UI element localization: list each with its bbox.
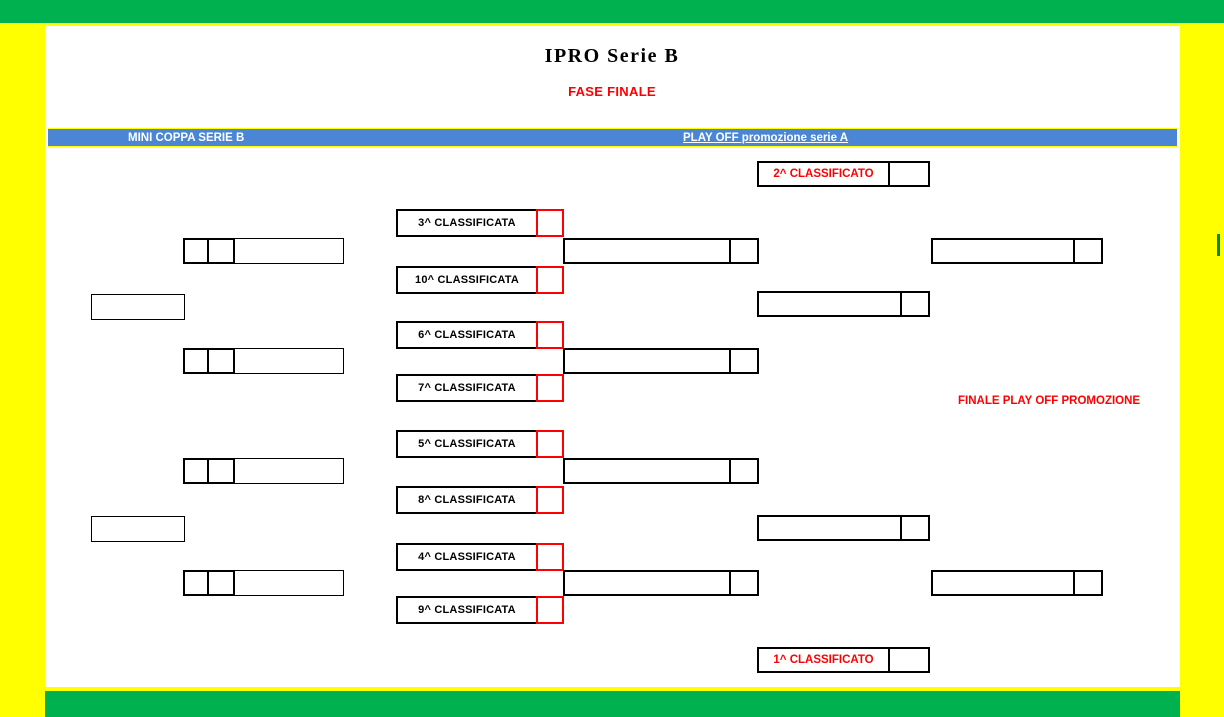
coppa-row-1[interactable] xyxy=(183,238,344,264)
seed-score-10[interactable] xyxy=(536,266,564,294)
section-banner: MINI COPPA SERIE B PLAY OFF promozione s… xyxy=(48,128,1177,147)
round2-name-4[interactable] xyxy=(565,572,729,594)
frame-left-yellow-bar xyxy=(0,23,45,717)
semifinal-score-1[interactable] xyxy=(900,293,928,315)
round2-score-4[interactable] xyxy=(729,572,757,594)
round2-score-2[interactable] xyxy=(729,350,757,372)
final-score-1[interactable] xyxy=(1073,240,1101,262)
second-place-score[interactable] xyxy=(888,163,928,185)
coppa-row-1-cell-a[interactable] xyxy=(183,238,209,264)
first-place-box[interactable]: 1^ CLASSIFICATO xyxy=(757,647,930,673)
seed-box-6[interactable]: 6^ CLASSIFICATA xyxy=(396,321,564,349)
seed-label-3: 3^ CLASSIFICATA xyxy=(418,217,516,229)
semifinal-name-1[interactable] xyxy=(759,293,900,315)
seed-score-8[interactable] xyxy=(536,486,564,514)
seed-box-3[interactable]: 3^ CLASSIFICATA xyxy=(396,209,564,237)
coppa-row-4-cell-b[interactable] xyxy=(209,570,235,596)
final-name-2[interactable] xyxy=(933,572,1073,594)
coppa-row-3-cell-b[interactable] xyxy=(209,458,235,484)
seed-label-10: 10^ CLASSIFICATA xyxy=(415,274,519,286)
round2-name-2[interactable] xyxy=(565,350,729,372)
coppa-row-4-cell-wide[interactable] xyxy=(235,570,344,596)
coppa-plain-box-2[interactable] xyxy=(91,516,185,542)
frame-bottom-yellow-strip xyxy=(45,687,1180,691)
round2-box-2[interactable] xyxy=(563,348,759,374)
round2-name-1[interactable] xyxy=(565,240,729,262)
seed-label-9: 9^ CLASSIFICATA xyxy=(418,604,516,616)
coppa-row-1-cell-wide[interactable] xyxy=(235,238,344,264)
round2-score-3[interactable] xyxy=(729,460,757,482)
round2-box-4[interactable] xyxy=(563,570,759,596)
coppa-row-3-cell-wide[interactable] xyxy=(235,458,344,484)
finale-play-off-note: FINALE PLAY OFF PROMOZIONE xyxy=(958,395,1141,407)
seed-label-8: 8^ CLASSIFICATA xyxy=(418,494,516,506)
coppa-row-4[interactable] xyxy=(183,570,344,596)
seed-label-4: 4^ CLASSIFICATA xyxy=(418,551,516,563)
seed-score-6[interactable] xyxy=(536,321,564,349)
frame-top-green-bar xyxy=(0,0,1224,23)
second-place-label: 2^ CLASSIFICATO xyxy=(773,168,874,180)
coppa-row-2[interactable] xyxy=(183,348,344,374)
banner-label-play-off: PLAY OFF promozione serie A xyxy=(683,132,849,144)
seed-score-4[interactable] xyxy=(536,543,564,571)
final-box-1[interactable] xyxy=(931,238,1103,264)
round2-box-1[interactable] xyxy=(563,238,759,264)
coppa-plain-box-1[interactable] xyxy=(91,294,185,320)
frame-bottom-green-bar xyxy=(45,691,1180,717)
semifinal-name-2[interactable] xyxy=(759,517,900,539)
seed-box-10[interactable]: 10^ CLASSIFICATA xyxy=(396,266,564,294)
seed-box-8[interactable]: 8^ CLASSIFICATA xyxy=(396,486,564,514)
semifinal-box-2[interactable] xyxy=(757,515,930,541)
final-box-2[interactable] xyxy=(931,570,1103,596)
round2-name-3[interactable] xyxy=(565,460,729,482)
second-place-box[interactable]: 2^ CLASSIFICATO xyxy=(757,161,930,187)
coppa-row-3-cell-a[interactable] xyxy=(183,458,209,484)
seed-score-3[interactable] xyxy=(536,209,564,237)
seed-box-9[interactable]: 9^ CLASSIFICATA xyxy=(396,596,564,624)
round2-box-3[interactable] xyxy=(563,458,759,484)
seed-label-6: 6^ CLASSIFICATA xyxy=(418,329,516,341)
first-place-label: 1^ CLASSIFICATO xyxy=(773,654,874,666)
final-score-2[interactable] xyxy=(1073,572,1101,594)
page-subtitle: FASE FINALE xyxy=(568,84,656,99)
coppa-row-2-cell-a[interactable] xyxy=(183,348,209,374)
frame-top-yellow-strip xyxy=(45,23,1180,26)
seed-label-5: 5^ CLASSIFICATA xyxy=(418,438,516,450)
seed-score-9[interactable] xyxy=(536,596,564,624)
seed-score-7[interactable] xyxy=(536,374,564,402)
seed-score-5[interactable] xyxy=(536,430,564,458)
round2-score-1[interactable] xyxy=(729,240,757,262)
semifinal-score-2[interactable] xyxy=(900,517,928,539)
coppa-row-4-cell-a[interactable] xyxy=(183,570,209,596)
seed-box-5[interactable]: 5^ CLASSIFICATA xyxy=(396,430,564,458)
coppa-row-2-cell-b[interactable] xyxy=(209,348,235,374)
seed-label-7: 7^ CLASSIFICATA xyxy=(418,382,516,394)
right-edge-marker xyxy=(1217,234,1220,256)
seed-box-4[interactable]: 4^ CLASSIFICATA xyxy=(396,543,564,571)
coppa-row-3[interactable] xyxy=(183,458,344,484)
page-title: IPRO Serie B xyxy=(544,45,680,67)
coppa-row-2-cell-wide[interactable] xyxy=(235,348,344,374)
frame-right-yellow-bar xyxy=(1180,23,1224,717)
seed-box-7[interactable]: 7^ CLASSIFICATA xyxy=(396,374,564,402)
banner-label-mini-coppa: MINI COPPA SERIE B xyxy=(128,132,245,144)
final-name-1[interactable] xyxy=(933,240,1073,262)
coppa-row-1-cell-b[interactable] xyxy=(209,238,235,264)
semifinal-box-1[interactable] xyxy=(757,291,930,317)
first-place-score[interactable] xyxy=(888,649,928,671)
